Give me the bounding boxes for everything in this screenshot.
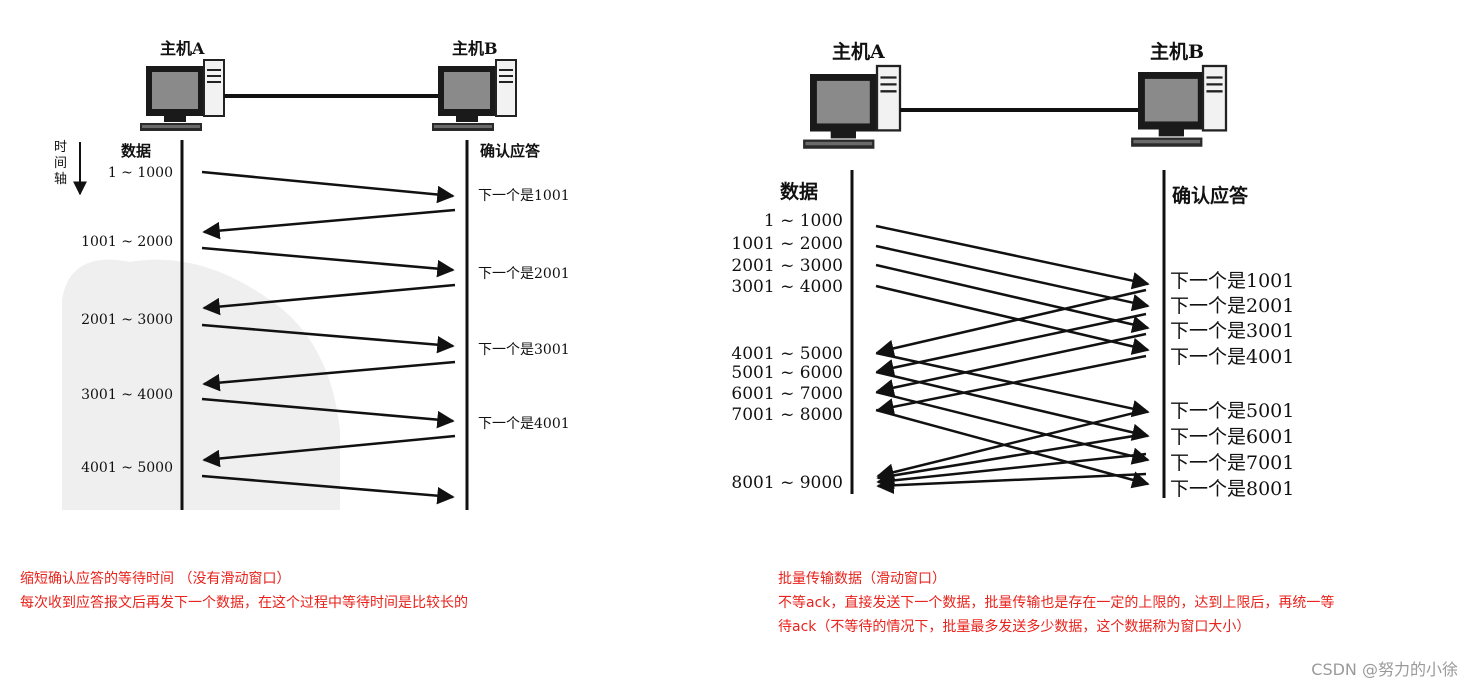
ack-label: 下一个是3001 [478, 342, 570, 358]
host-a-computer-icon [803, 64, 902, 149]
left-caption-title: 缩短确认应答的等待时间 （没有滑动窗口） [20, 571, 291, 587]
ack-label: 下一个是2001 [1170, 295, 1294, 317]
ack-arrow [876, 354, 1147, 416]
time-axis-label-2: 间 [54, 156, 67, 171]
data-range-label: 1001 ~ 2000 [81, 234, 173, 250]
left-caption: 缩短确认应答的等待时间 （没有滑动窗口） 每次收到应答报文后再发下一个数据，在这… [20, 567, 468, 615]
ack-arrow [876, 408, 1147, 481]
host-a-computer-icon [140, 59, 225, 131]
ack-arrow [876, 332, 1147, 397]
ack-header: 确认应答 [1172, 184, 1249, 207]
right-caption-line-1: 不等ack，直接发送下一个数据，批量传输也是存在一定的上限的，达到上限后，再统一… [778, 595, 1335, 611]
time-axis-label-3: 轴 [54, 172, 67, 187]
ack-label: 下一个是7001 [1170, 452, 1294, 474]
right-caption-title: 批量传输数据（滑动窗口） [778, 571, 946, 587]
left-caption-line: 每次收到应答报文后再发下一个数据，在这个过程中等待时间是比较长的 [20, 595, 468, 611]
data-arrow [201, 397, 455, 429]
data-arrow [201, 246, 455, 278]
ack-arrow [876, 432, 1147, 485]
right-caption-line-2: 待ack（不等待的情况下，批量最多发送多少数据，这个数据称为窗口大小） [778, 619, 1251, 635]
ack-arrow [876, 452, 1147, 490]
data-range-label: 2001 ~ 3000 [731, 256, 843, 276]
ack-arrow [202, 360, 456, 392]
ack-label: 下一个是2001 [478, 266, 570, 282]
data-range-label: 4001 ~ 5000 [731, 344, 843, 364]
right-caption: 批量传输数据（滑动窗口） 不等ack，直接发送下一个数据，批量传输也是存在一定的… [778, 567, 1334, 639]
data-arrow [875, 408, 1150, 489]
ack-label: 下一个是6001 [1170, 426, 1294, 448]
data-header: 数据 [780, 180, 818, 203]
data-range-label: 4001 ~ 5000 [81, 460, 173, 476]
ack-arrow [876, 472, 1147, 495]
ack-arrow [876, 288, 1147, 357]
background-seal-image [62, 259, 340, 510]
host-b-label: 主机B [1150, 41, 1204, 63]
data-header: 数据 [121, 142, 151, 160]
data-arrow [201, 323, 455, 354]
data-range-label: 1 ~ 1000 [108, 165, 173, 181]
data-range-label: 7001 ~ 8000 [731, 405, 843, 425]
data-range-label: 1001 ~ 2000 [731, 234, 843, 254]
data-arrow [875, 224, 1150, 290]
ack-arrow [876, 312, 1147, 377]
data-arrow [875, 263, 1150, 333]
data-range-label: 6001 ~ 7000 [731, 384, 843, 404]
ack-label: 下一个是5001 [1170, 400, 1294, 422]
data-range-label: 1 ~ 1000 [764, 211, 843, 231]
ack-label: 下一个是4001 [1170, 346, 1294, 368]
data-arrow [875, 244, 1150, 312]
time-axis-label-1: 时 [54, 140, 67, 155]
ack-arrow [202, 283, 456, 316]
ack-label: 下一个是8001 [1170, 478, 1294, 500]
ack-label: 下一个是1001 [1170, 270, 1294, 292]
host-b-label: 主机B [452, 39, 498, 58]
ack-arrow [202, 434, 456, 468]
csdn-watermark: CSDN @努力的小徐 [1311, 660, 1458, 679]
ack-header: 确认应答 [480, 142, 541, 160]
data-range-label: 8001 ~ 9000 [731, 473, 843, 493]
host-b-computer-icon [432, 59, 517, 131]
ack-label: 下一个是4001 [478, 416, 570, 432]
data-range-label: 3001 ~ 4000 [81, 387, 173, 403]
data-arrow [201, 170, 455, 204]
data-arrow [875, 390, 1150, 465]
data-range-label: 2001 ~ 3000 [81, 312, 173, 328]
host-a-label: 主机A [160, 39, 205, 58]
ack-arrow [202, 208, 456, 240]
host-b-computer-icon [1131, 64, 1228, 147]
data-range-label: 3001 ~ 4000 [731, 277, 843, 297]
ack-label: 下一个是1001 [478, 188, 570, 204]
data-arrow [875, 284, 1150, 355]
left-diagram: 主机A 主机B 时 间 轴 数据 确认应答 1 ~ 1000 1001 ~ 200… [54, 39, 570, 510]
ack-label: 下一个是3001 [1170, 320, 1294, 342]
data-arrow [201, 474, 455, 505]
right-diagram: 主机A 主机B 数据 确认应答 1 ~ 1000 1001 ~ 20002001 … [731, 41, 1294, 500]
host-a-label: 主机A [832, 41, 885, 63]
data-range-label: 5001 ~ 6000 [731, 363, 843, 383]
